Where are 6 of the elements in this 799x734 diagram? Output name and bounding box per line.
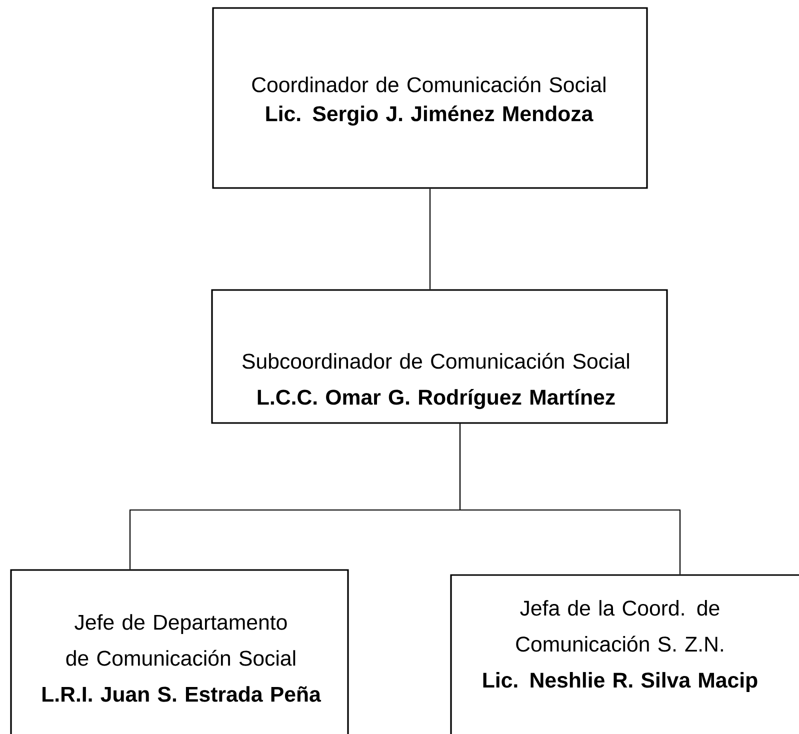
org-box: Jefe de Departamento de Comunicación Social L.R.I. Juan S. Estrada Peña [10, 569, 349, 734]
connector-line [459, 424, 681, 574]
org-box: Subcoordinador de Comunicación Social L.C.C. Omar G. Rodríguez Martínez [211, 289, 668, 424]
connector-line [429, 188, 431, 290]
org-box: Coordinador de Comunicación Social Lic. Sergio J. Jiménez Mendoza [212, 7, 648, 189]
org-box: Jefa de la Coord. de Comunicación S. Z.N. Lic. Neshlie R. Silva Macip [450, 574, 799, 734]
